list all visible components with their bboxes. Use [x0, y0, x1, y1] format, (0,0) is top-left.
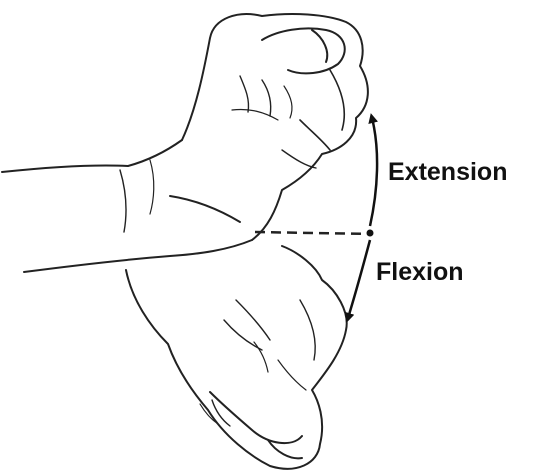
hand-flexed	[126, 246, 347, 469]
forearm-lower	[170, 196, 240, 222]
flexion-arrow	[348, 240, 370, 318]
extension-arrow	[370, 118, 377, 226]
extension-label: Extension	[388, 158, 507, 186]
pivot-point	[367, 230, 374, 237]
neutral-axis-line	[255, 232, 372, 234]
flexion-label: Flexion	[376, 258, 464, 286]
forearm-upper	[2, 140, 252, 272]
